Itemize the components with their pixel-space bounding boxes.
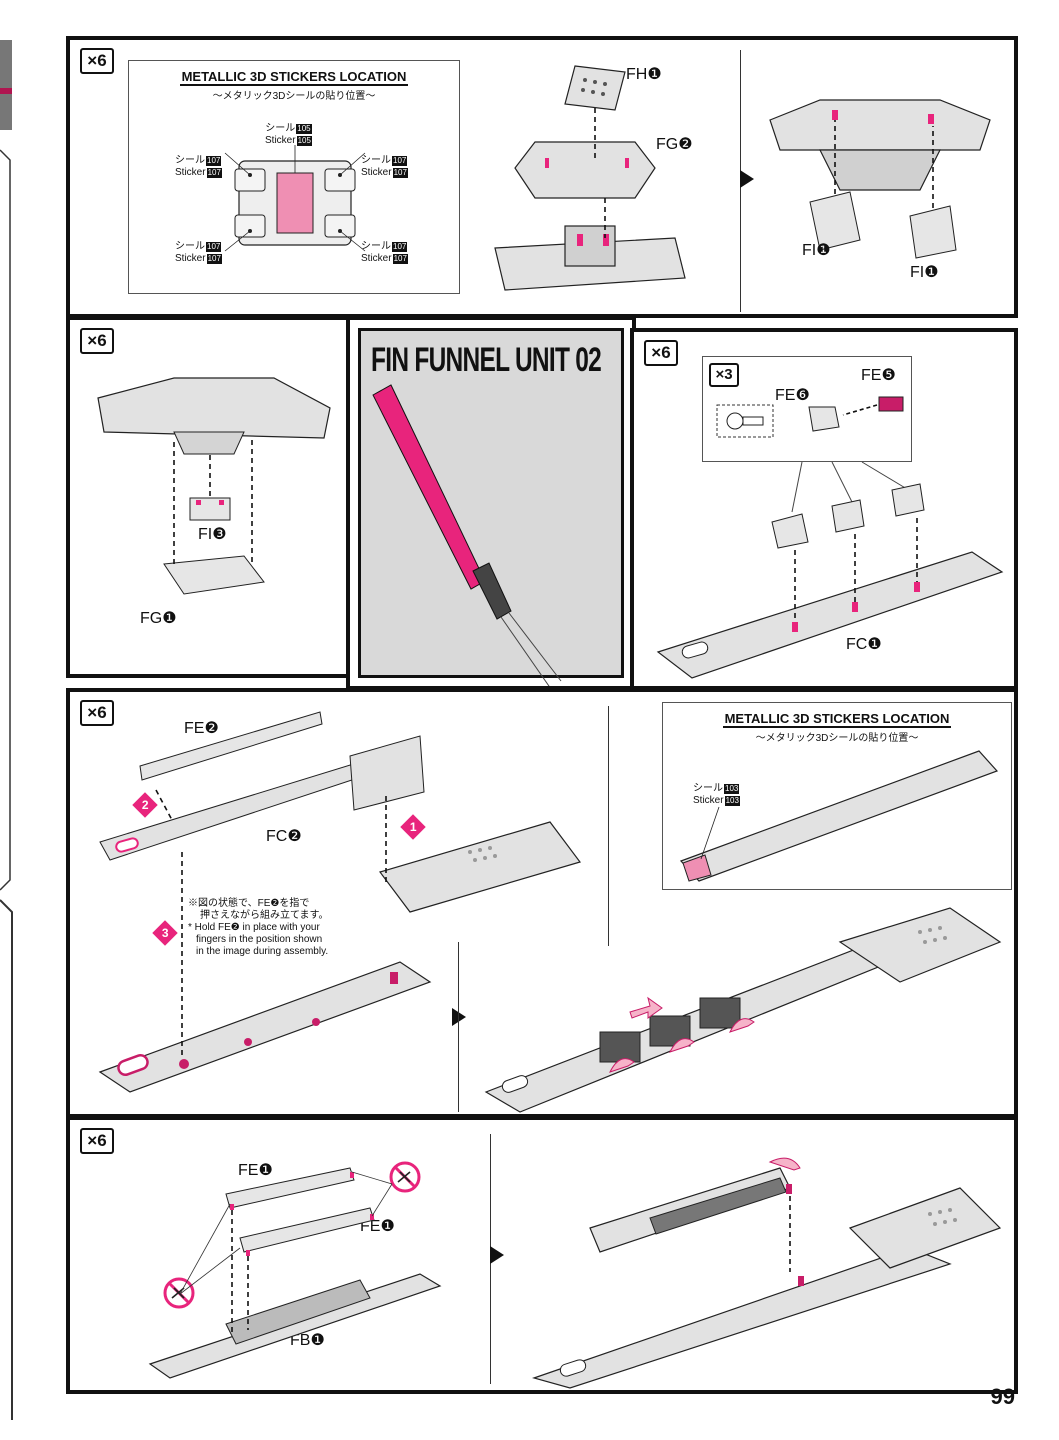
part-label-fi1-left: FI❶ xyxy=(802,242,831,259)
panel-fin-funnel-title: FIN FUNNEL UNIT 02 xyxy=(346,316,636,690)
next-step-arrow-icon xyxy=(740,170,754,188)
multiplier-badge: ×6 xyxy=(80,1128,114,1154)
fin-funnel-beam-illustration xyxy=(372,384,562,686)
sticker-box-title: METALLIC 3D STICKERS LOCATION xyxy=(179,69,409,86)
panel-fe1-fb1-assembly: ×6 FE❶ FE❶ FB❶ xyxy=(66,1116,1018,1394)
part-label-fc2: FC❷ xyxy=(266,828,302,845)
part-label-fe6: FE❻ xyxy=(775,387,810,404)
section-title: FIN FUNNEL UNIT 02 xyxy=(371,341,602,379)
panel-fc1-fe5-fe6: ×6 ×3 FE❻ FE❺ FC❶ xyxy=(630,328,1018,690)
part-label-fe1-bottom: FE❶ xyxy=(360,1218,395,1235)
sticker-location-box-2: METALLIC 3D STICKERS LOCATION 〜メタリック3Dシー… xyxy=(662,702,1012,890)
fe1-fb1-exploded-drawing xyxy=(148,1167,442,1379)
part-label-fg2: FG❷ xyxy=(656,136,693,153)
title-inner: FIN FUNNEL UNIT 02 xyxy=(358,328,624,686)
page-number: 99 xyxy=(990,1384,1015,1409)
assembly-note: ※図の状態で、FE❷を指で 押さえながら組み立てます。 * Hold FE❷ i… xyxy=(188,898,329,957)
panel-divider xyxy=(458,942,459,1112)
multiplier-badge-x3: ×3 xyxy=(709,363,739,387)
fc2-final-assembly-drawing xyxy=(484,907,1002,1113)
panel-fe2-fc2-assembly: ×6 FE❷ FC❷ 1 2 3 ※図の状態で、FE❷を指で 押さえながら組み立… xyxy=(66,688,1018,1118)
next-step-arrow-icon xyxy=(452,1008,466,1026)
part-label-fg1: FG❶ xyxy=(140,610,177,627)
fb1-final-assembly-drawing xyxy=(531,1157,1002,1389)
sticker-placement-diagram xyxy=(224,145,366,252)
sticker-103-placement-drawing xyxy=(679,750,999,882)
no-cutting-icon xyxy=(389,1161,421,1193)
fh1-fg2-assembly-drawing xyxy=(494,65,686,291)
part-label-fi1-right: FI❶ xyxy=(910,264,939,281)
part-label-fh1: FH❶ xyxy=(626,66,662,83)
part-label-fb1: FB❶ xyxy=(290,1332,325,1349)
part-label-fe5: FE❺ xyxy=(861,367,896,384)
panel-divider xyxy=(608,706,609,946)
next-step-arrow-icon xyxy=(490,1246,504,1264)
panel-fg1-fi3: ×6 FI❸ FG❶ xyxy=(66,316,352,678)
fc1-assembly-drawing xyxy=(656,461,1004,679)
page-edge-decoration xyxy=(0,40,13,1420)
multiplier-badge: ×6 xyxy=(80,700,114,726)
sticker-location-box: METALLIC 3D STICKERS LOCATION 〜メタリック3Dシー… xyxy=(128,60,460,294)
part-label-fc1: FC❶ xyxy=(846,636,882,653)
multiplier-badge: ×6 xyxy=(80,48,114,74)
subassembly-box: ×3 FE❻ FE❺ xyxy=(702,356,912,462)
sticker-box-subtitle: 〜メタリック3Dシールの貼り位置〜 xyxy=(755,733,919,744)
panel-metallic-stickers-and-fh1: ×6 METALLIC 3D STICKERS LOCATION 〜メタリック3… xyxy=(66,36,1018,318)
sticker-box-title: METALLIC 3D STICKERS LOCATION xyxy=(722,711,952,728)
multiplier-badge: ×6 xyxy=(644,340,678,366)
part-label-fe1-top: FE❶ xyxy=(238,1162,273,1179)
fe5-fe6-drawing xyxy=(716,396,904,438)
part-label-fi3: FI❸ xyxy=(198,526,227,543)
fe2-fc2-exploded-drawing xyxy=(98,711,581,1093)
multiplier-badge: ×6 xyxy=(80,328,114,354)
part-label-fe2: FE❷ xyxy=(184,720,219,737)
sticker-box-subtitle: 〜メタリック3Dシールの貼り位置〜 xyxy=(212,91,376,102)
fi1-assembly-drawing xyxy=(769,99,991,259)
fg1-fi3-assembly-drawing xyxy=(97,377,331,595)
